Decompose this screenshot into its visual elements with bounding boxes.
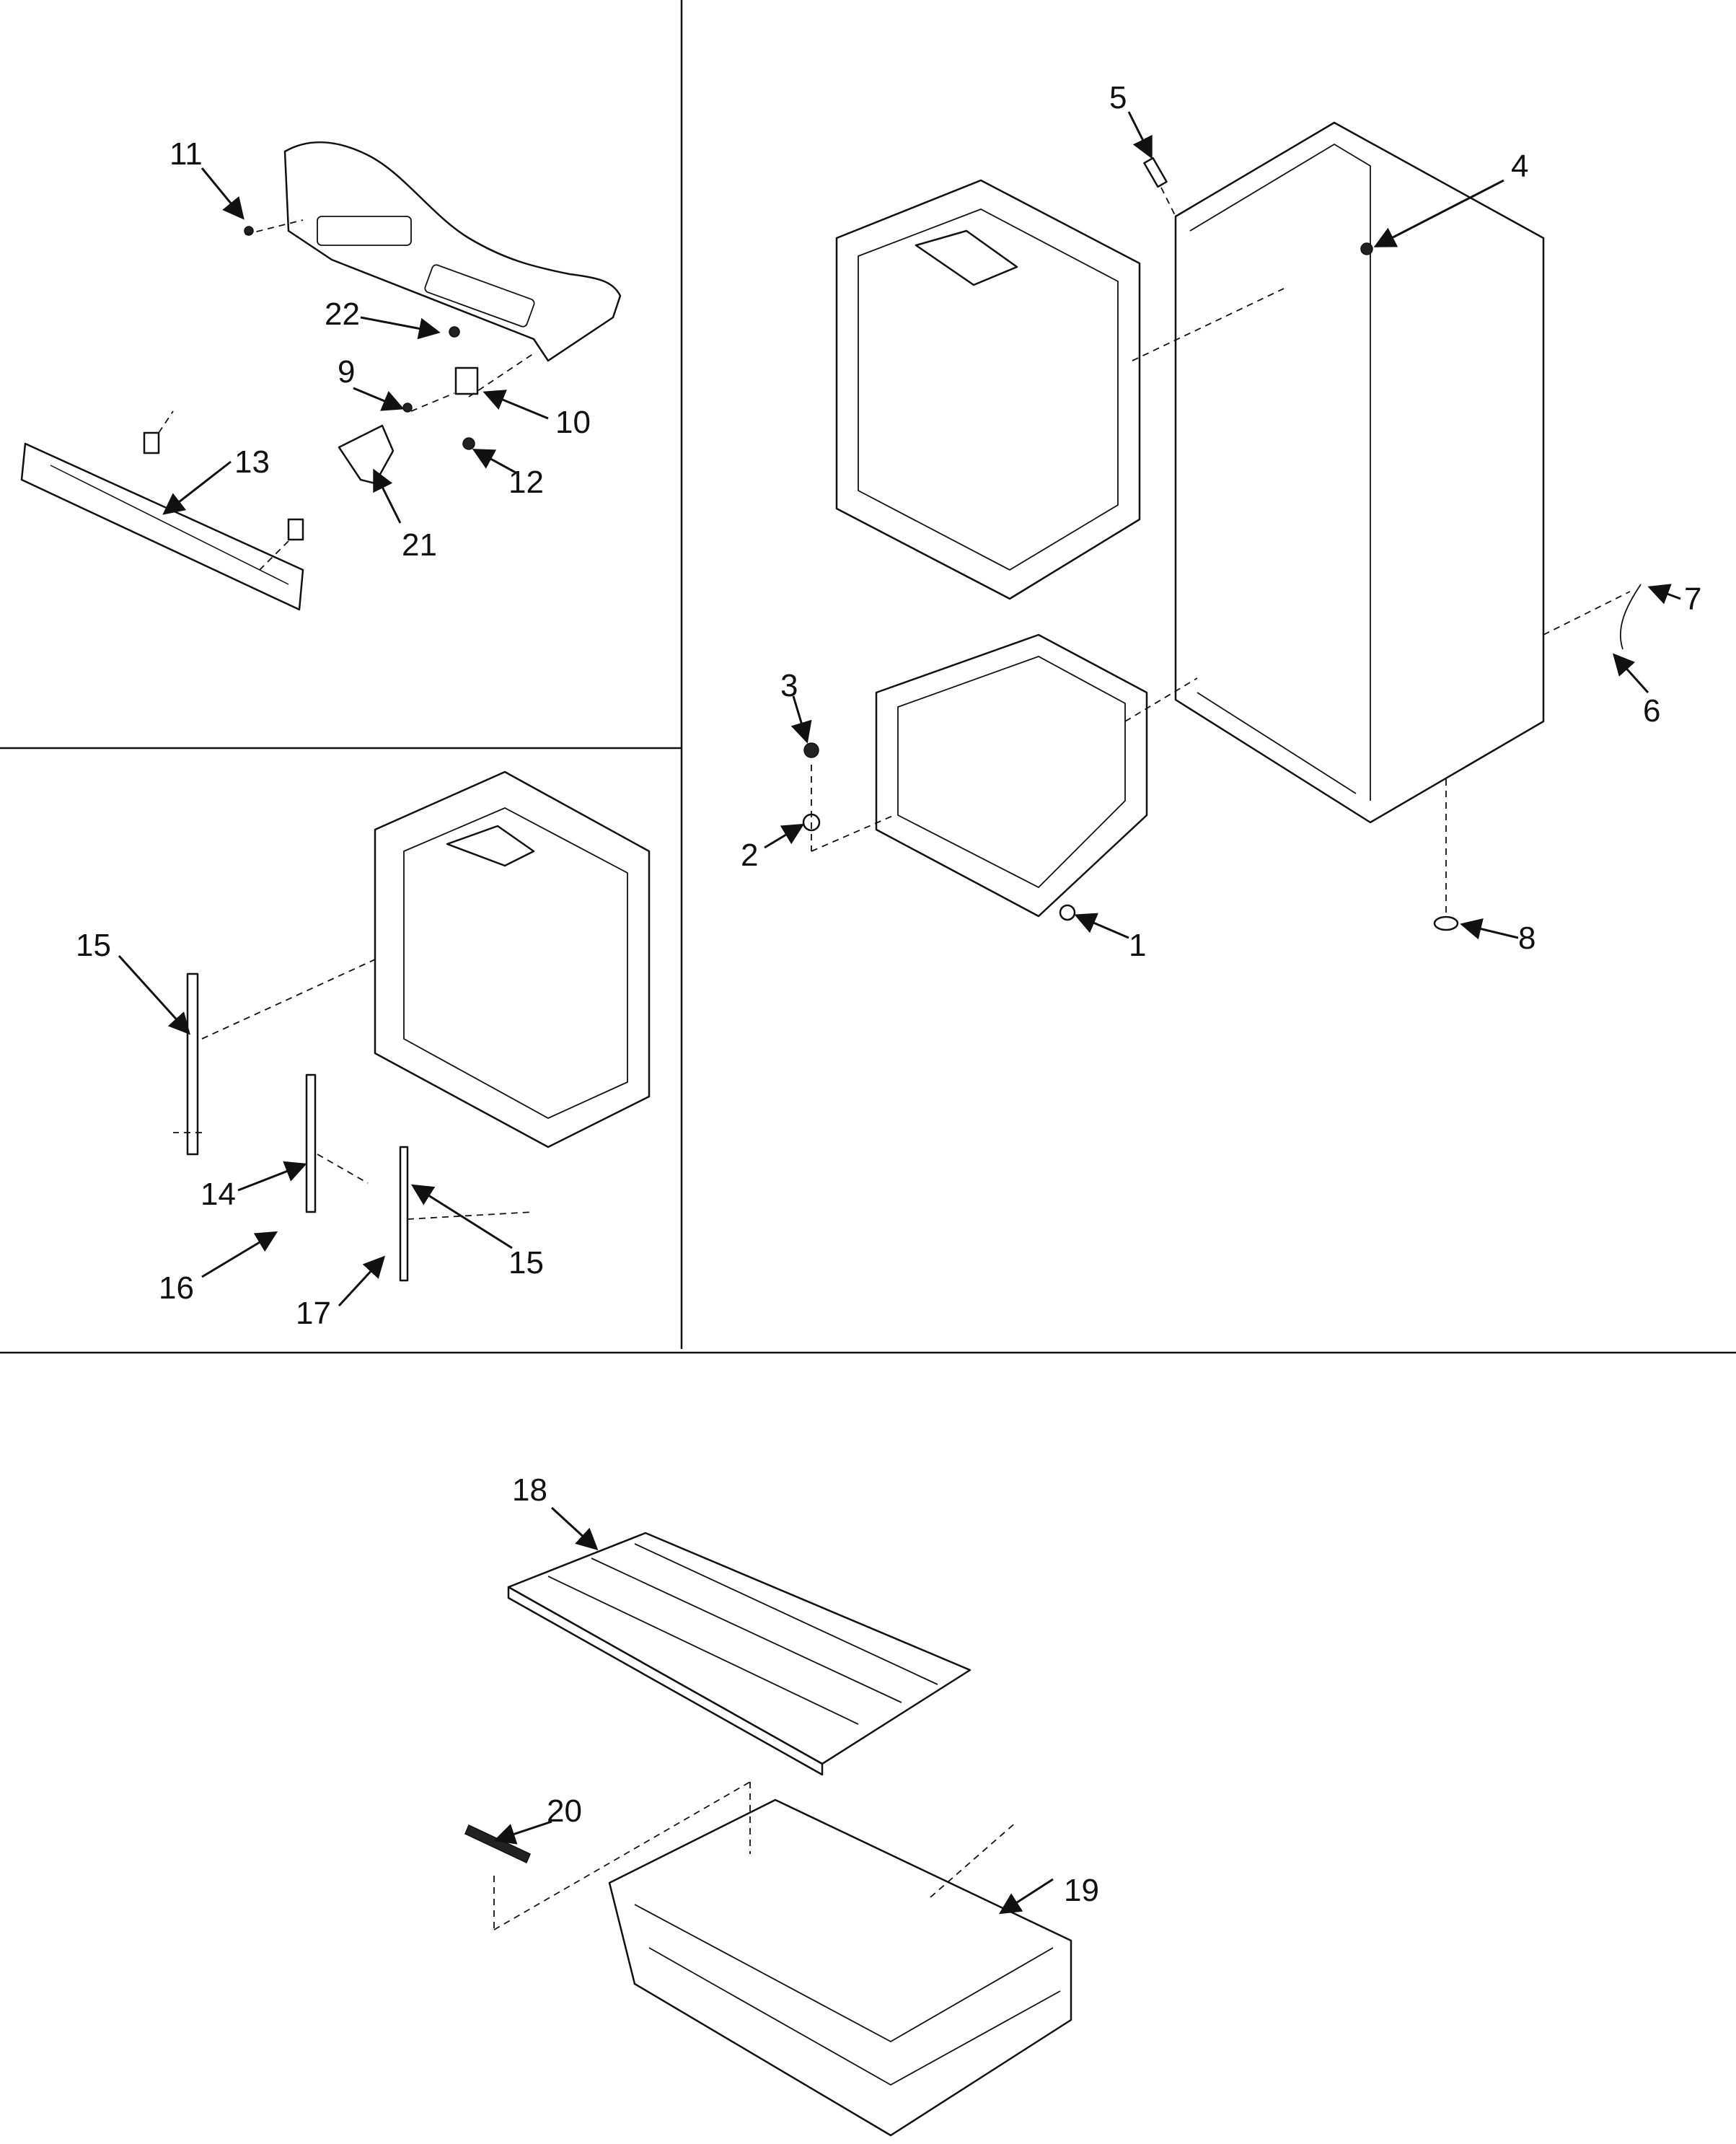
callout-16: 16 — [159, 1270, 194, 1306]
callout-13: 13 — [234, 444, 270, 480]
callout-7: 7 — [1684, 581, 1701, 617]
panel-mid-left — [173, 770, 651, 1282]
callout-20: 20 — [547, 1793, 582, 1829]
cabinet-corner-part — [283, 141, 622, 362]
callout-12: 12 — [508, 465, 544, 500]
leader-lines — [118, 111, 1681, 1915]
rails — [186, 972, 409, 1282]
callout-labels: 1 2 3 4 5 6 7 8 9 10 11 12 13 14 15 15 1… — [76, 80, 1701, 1908]
panel-dividers — [0, 0, 1736, 1354]
callout-8: 8 — [1518, 921, 1535, 956]
callout-21: 21 — [402, 527, 437, 563]
callout-4: 4 — [1511, 149, 1528, 184]
callout-6: 6 — [1643, 693, 1660, 729]
liner-box-left — [374, 770, 651, 1148]
callout-10: 10 — [555, 405, 591, 440]
callout-14: 14 — [201, 1177, 236, 1212]
upper-liner — [835, 179, 1141, 600]
cabinet-shell — [1174, 121, 1545, 824]
panel-bottom — [464, 1532, 1072, 2137]
small-parts-right — [802, 157, 1642, 931]
callout-9: 9 — [338, 354, 355, 390]
panel-right — [802, 121, 1642, 931]
trim-strip — [20, 431, 304, 611]
callout-3: 3 — [780, 668, 798, 703]
callout-11: 11 — [169, 136, 203, 172]
wire-basket — [608, 1798, 1072, 2137]
callout-15a: 15 — [76, 928, 111, 963]
callout-18: 18 — [512, 1472, 547, 1508]
lower-liner — [875, 633, 1148, 918]
callout-1: 1 — [1129, 928, 1146, 963]
callout-19: 19 — [1064, 1873, 1099, 1908]
callout-15b: 15 — [508, 1245, 544, 1280]
wire-shelf — [507, 1532, 971, 1776]
divider — [464, 1824, 531, 1864]
callout-2: 2 — [741, 838, 758, 873]
callout-22: 22 — [325, 296, 360, 332]
callout-5: 5 — [1109, 80, 1127, 115]
callout-17: 17 — [296, 1296, 331, 1331]
panel-top-left — [20, 141, 622, 611]
